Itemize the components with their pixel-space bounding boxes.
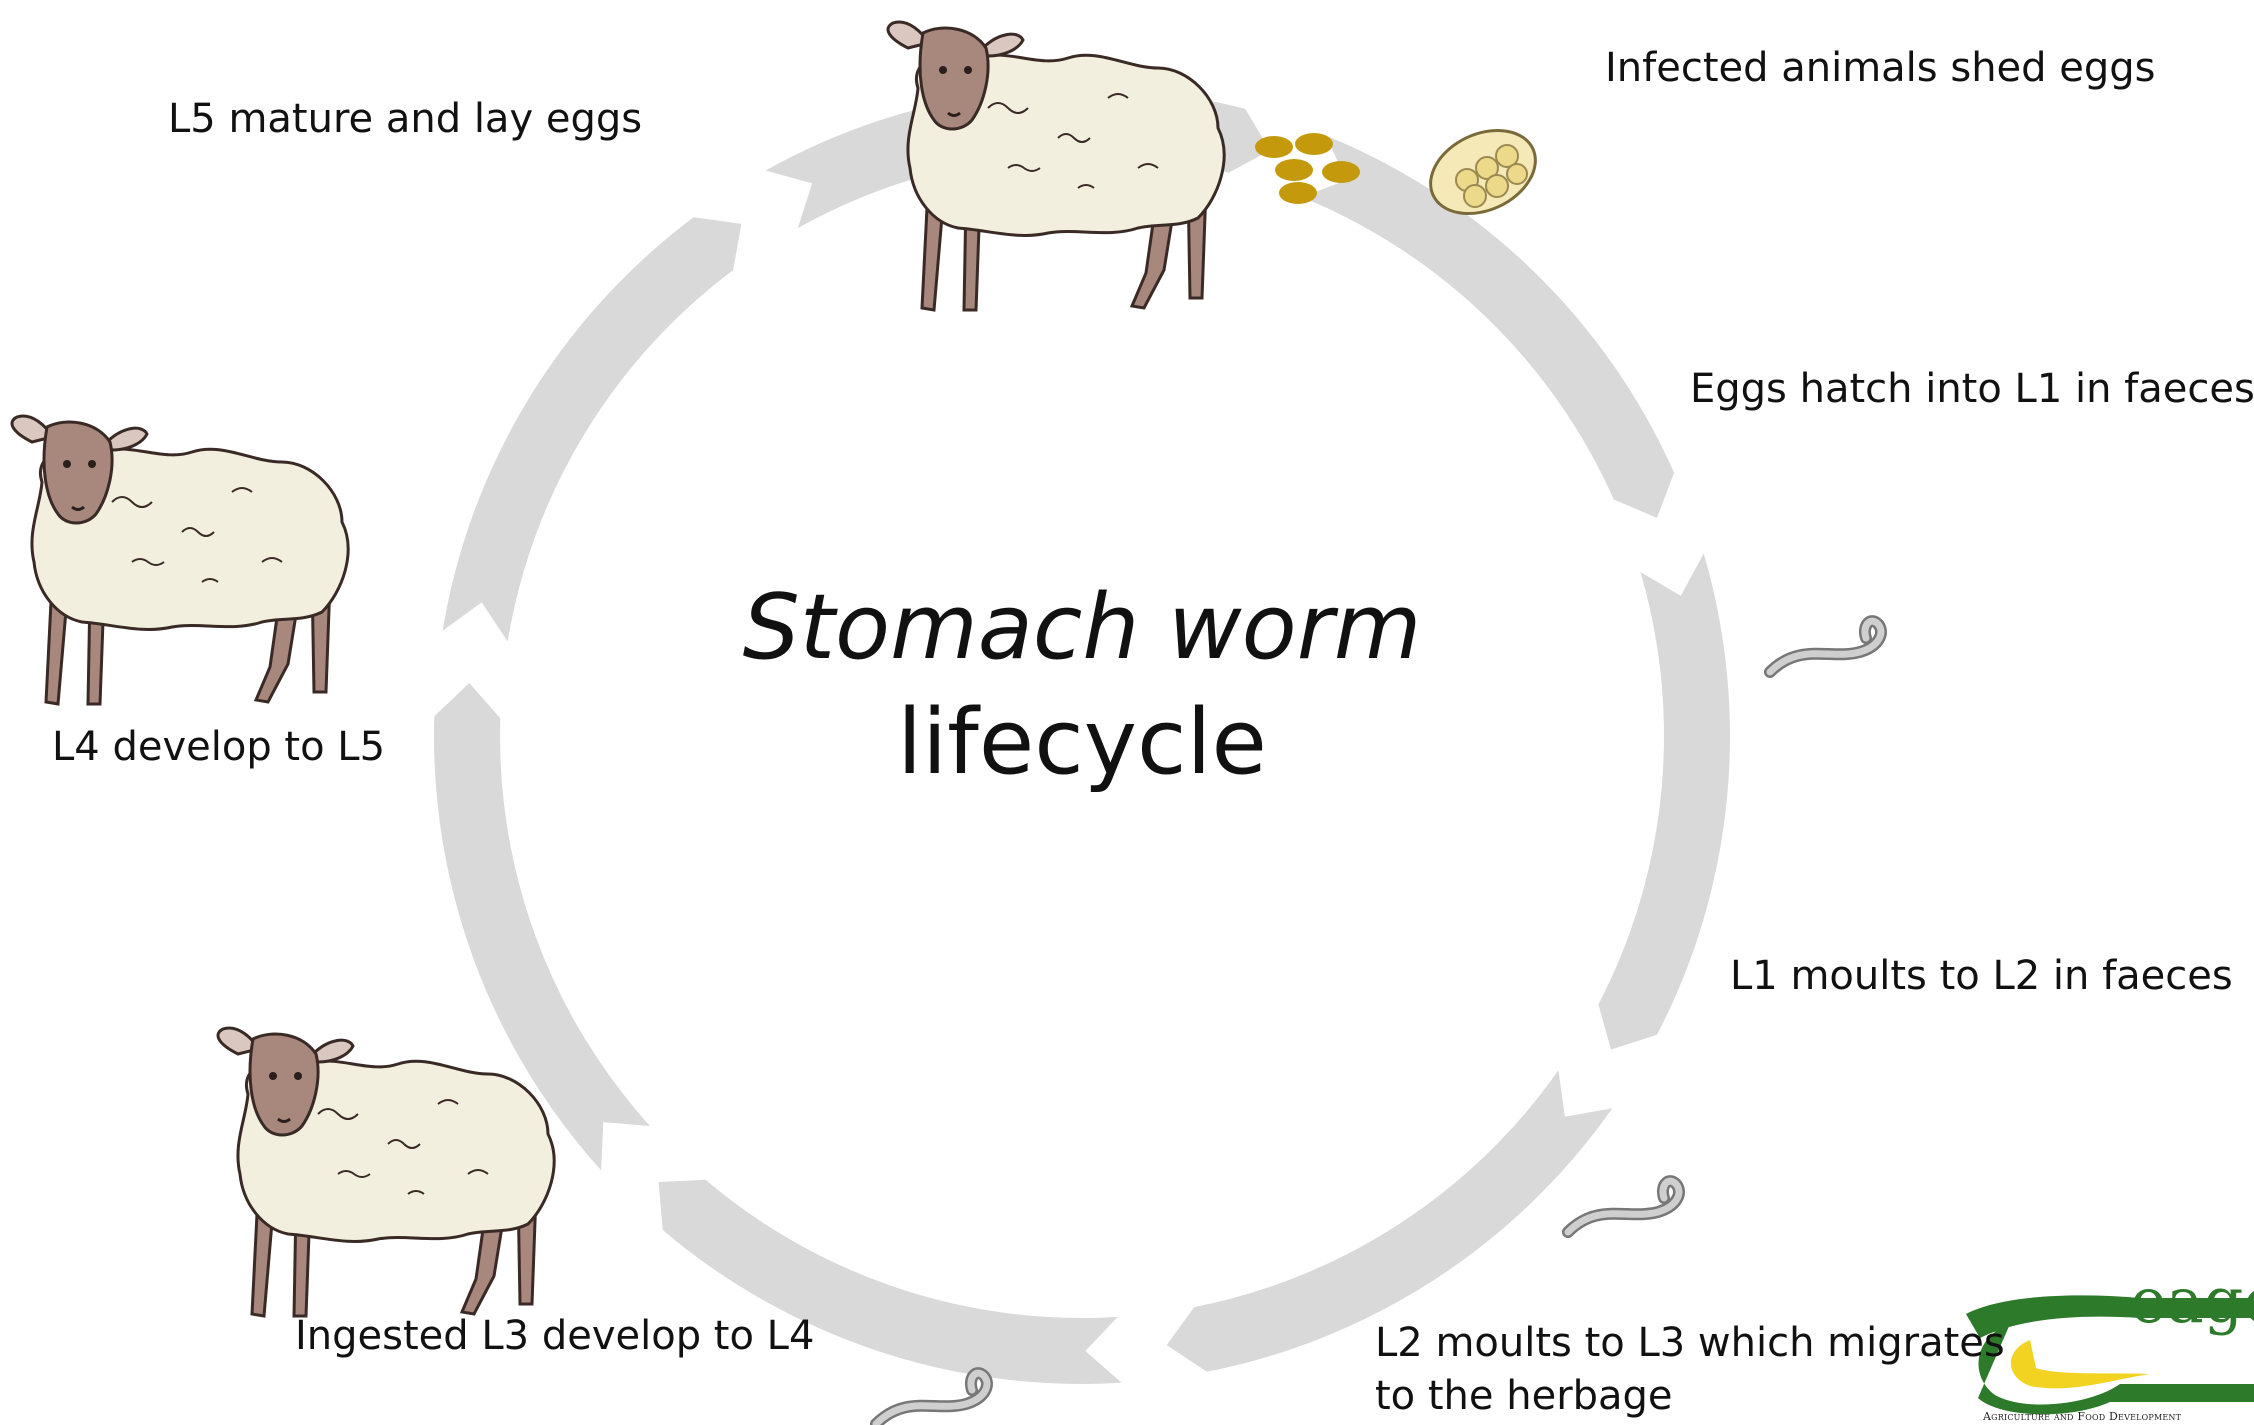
stage-label-eggs-hatch: Eggs hatch into L1 in faeces [1690,363,2254,415]
worm-larva-icon [876,1373,987,1424]
sheep-icon [888,22,1224,310]
stage-label-l4-develop: L4 develop to L5 [52,721,385,773]
logo-tagline: Agriculture and Food Development [1983,1410,2181,1423]
sheep-icon [218,1028,554,1316]
diagram-title-line1: Stomach worm [0,575,2164,680]
stage-label-shed-eggs: Infected animals shed eggs [1605,42,2156,94]
worm-larva-icon [1568,1181,1679,1232]
stage-label-l2-moults: L2 moults to L3 which migrates [1375,1317,2005,1369]
stage-label-l2-moults-line2: to the herbage [1375,1370,1673,1422]
stage-label-ingested-l3: Ingested L3 develop to L4 [295,1310,814,1362]
stage-label-l1-moults: L1 moults to L2 in faeces [1730,950,2233,1002]
stage-label-l5-mature: L5 mature and lay eggs [168,93,642,145]
logo-wordmark: eagc [2130,1270,2254,1332]
